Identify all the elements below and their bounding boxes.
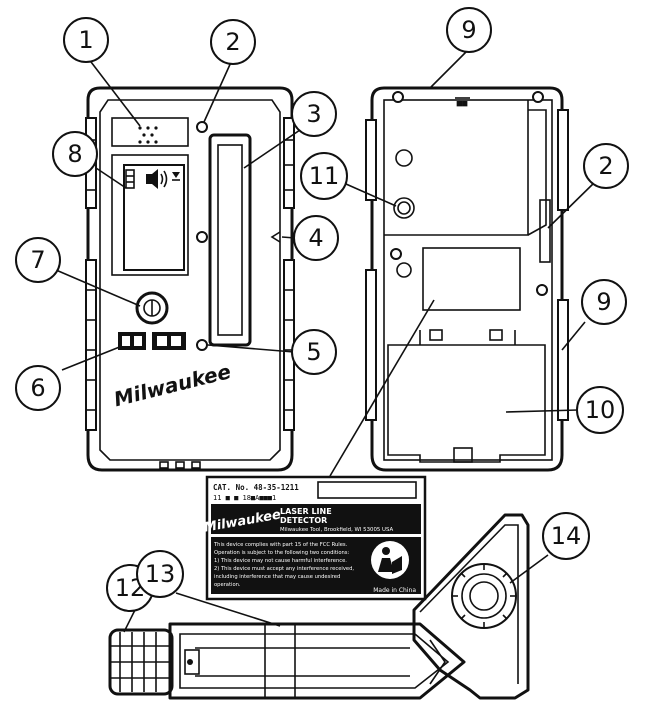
detector-front-view: Milwaukee bbox=[85, 86, 295, 472]
callout-13: 13 bbox=[136, 550, 184, 598]
lcd-display bbox=[111, 154, 189, 276]
callout-14: 14 bbox=[542, 512, 590, 560]
speaker-grille bbox=[111, 117, 189, 147]
svg-text:6: 6 bbox=[30, 374, 45, 402]
label-made-in: Made in China bbox=[373, 587, 416, 594]
svg-text:4: 4 bbox=[308, 224, 323, 252]
svg-text:This device complies with part: This device complies with part 15 of the… bbox=[213, 542, 348, 548]
svg-text:3: 3 bbox=[306, 100, 321, 128]
callout-2-rear: 2 bbox=[583, 143, 629, 189]
callout-4: 4 bbox=[293, 215, 339, 261]
svg-text:Operation is subject to the fo: Operation is subject to the following tw… bbox=[214, 550, 349, 556]
svg-text:9: 9 bbox=[596, 288, 611, 316]
svg-text:1: 1 bbox=[78, 26, 93, 54]
svg-text:8: 8 bbox=[67, 140, 82, 168]
svg-text:2) This device must accept any: 2) This device must accept any interfere… bbox=[214, 566, 354, 572]
label-address: Milwaukee Tool, Brookfield, WI 53005 USA bbox=[280, 527, 393, 533]
callout-9-top: 9 bbox=[446, 7, 492, 53]
svg-text:7: 7 bbox=[30, 246, 45, 274]
callout-9-side: 9 bbox=[581, 279, 627, 325]
detection-window bbox=[208, 133, 252, 347]
svg-text:14: 14 bbox=[551, 522, 582, 550]
leader-lines bbox=[55, 51, 598, 633]
callout-3: 3 bbox=[291, 91, 337, 137]
callout-7: 7 bbox=[15, 237, 61, 283]
svg-text:1) This device may not cause h: 1) This device may not cause harmful int… bbox=[214, 558, 347, 564]
svg-text:including interference that ma: including interference that may cause un… bbox=[214, 574, 340, 580]
callout-1: 1 bbox=[63, 17, 109, 63]
product-label-plate: CAT. No. 48-35-1211 11 ■ ■ 18■A■■■1 Milw… bbox=[203, 475, 427, 601]
callout-2-front: 2 bbox=[210, 19, 256, 65]
label-field-box bbox=[317, 481, 417, 499]
svg-text:2: 2 bbox=[598, 152, 613, 180]
svg-text:operation.: operation. bbox=[214, 582, 241, 588]
end-knob bbox=[108, 628, 174, 696]
svg-text:5: 5 bbox=[306, 338, 321, 366]
svg-text:■■: ■■ bbox=[457, 99, 468, 109]
svg-text:9: 9 bbox=[461, 16, 476, 44]
svg-text:2: 2 bbox=[225, 28, 240, 56]
callout-5: 5 bbox=[291, 329, 337, 375]
read-manual-icon bbox=[371, 541, 409, 579]
callout-8: 8 bbox=[52, 131, 98, 177]
clamp-bracket bbox=[108, 513, 530, 700]
svg-text:11: 11 bbox=[309, 162, 340, 190]
callout-6: 6 bbox=[15, 365, 61, 411]
front-brand-logo: Milwaukee bbox=[111, 359, 233, 411]
callout-10: 10 bbox=[576, 386, 624, 434]
svg-text:13: 13 bbox=[145, 560, 176, 588]
label-product-line2: DETECTOR bbox=[280, 516, 327, 525]
detector-rear-view: ■■ bbox=[365, 86, 569, 472]
side-grip-right bbox=[283, 117, 295, 431]
svg-text:10: 10 bbox=[585, 396, 616, 424]
label-cat-no: CAT. No. 48-35-1211 bbox=[213, 483, 299, 492]
control-buttons bbox=[118, 332, 186, 350]
accuracy-button bbox=[135, 291, 169, 325]
label-product-line1: LASER LINE bbox=[280, 507, 332, 516]
callout-11: 11 bbox=[300, 152, 348, 200]
thumb-knob bbox=[451, 563, 517, 629]
label-mfg-date: 11 ■ ■ 18■A■■■1 bbox=[213, 494, 276, 502]
label-fcc-text: This device complies with part 15 of the… bbox=[213, 542, 354, 588]
